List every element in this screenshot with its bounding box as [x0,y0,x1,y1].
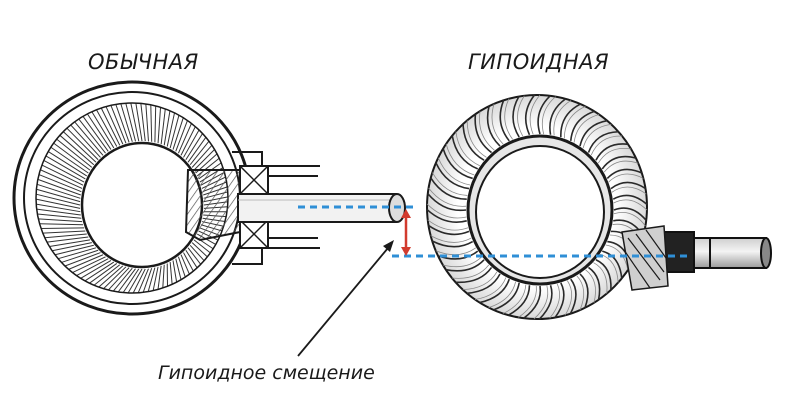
conventional-gear [12,80,406,316]
hypoid-offset-caption: Гипоидное смещение [158,362,375,384]
conventional-gear-title: ОБЫЧНАЯ [88,50,199,74]
offset-arrow [401,209,411,256]
hypoid-gear [426,94,772,320]
hypoid-gear-title: ГИПОИДНАЯ [468,50,610,74]
axis-lines [298,205,690,258]
leader-arrow [297,240,394,357]
